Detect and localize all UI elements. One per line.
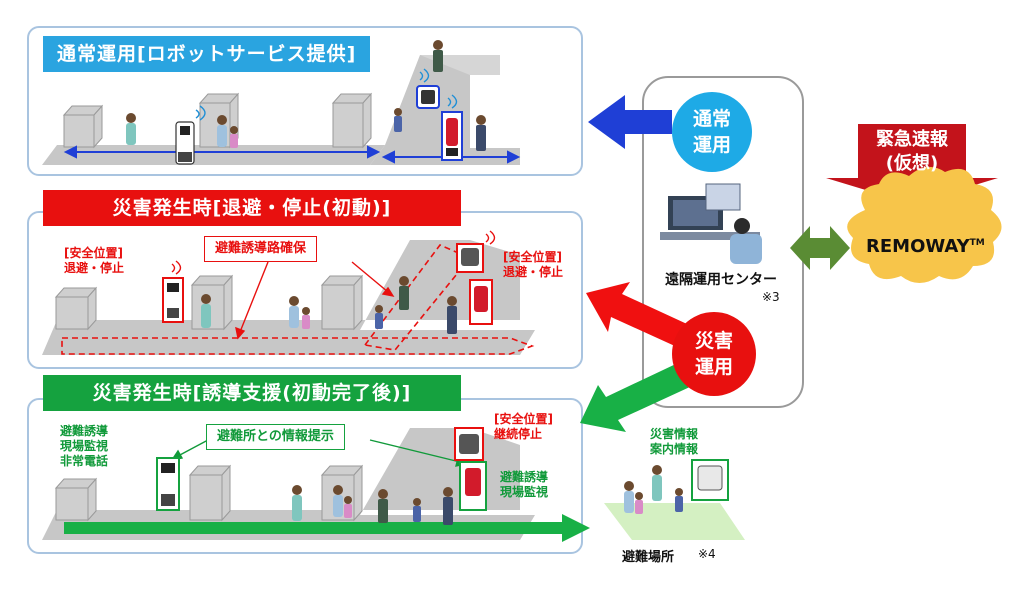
robot-icon [175, 105, 206, 165]
link-double-arrow [790, 226, 850, 270]
panel-title-evacuate: 災害発生時[退避・停止(初動)] [43, 190, 461, 226]
disaster-operation-circle: 災害 運用 [672, 312, 756, 396]
safe-position-left-line2: 退避・停止 [64, 261, 125, 275]
normal-operation-circle: 通常 運用 [672, 92, 752, 172]
guide-right-line1: 避難誘導 [500, 470, 549, 484]
alert-line1: 緊急速報 [876, 129, 948, 150]
panel-title-guide: 災害発生時[誘導支援(初動完了後)] [43, 375, 461, 411]
guide-left-line2: 現場監視 [60, 439, 109, 453]
shelter-info-line2: 案内情報 [650, 442, 699, 456]
disaster-operation-line1: 災害 [694, 330, 733, 352]
disaster-operation-line2: 運用 [694, 356, 733, 378]
shelter-info-label: 災害情報 案内情報 [650, 427, 698, 457]
safe-position-right-line1: [安全位置] [503, 250, 562, 264]
robot-icon [162, 230, 496, 325]
robot-icon [416, 68, 463, 161]
guide-left-line1: 避難誘導 [60, 424, 109, 438]
alert-line2: (仮想) [885, 153, 939, 174]
guide-right-line2: 現場監視 [500, 485, 549, 499]
blue-arrow-icon [588, 95, 672, 149]
shelter-note: ※4 [698, 547, 716, 561]
shelter-info-line1: 災害情報 [650, 427, 699, 441]
route-label: 避難誘導路確保 [204, 236, 318, 262]
floor-guide [42, 428, 535, 540]
normal-operation-line1: 通常 [692, 108, 731, 130]
floor-normal-left [42, 145, 385, 165]
cloud-label: REMOWAYTM [866, 236, 985, 259]
safe-position-right-label: [安全位置] 退避・停止 [503, 250, 563, 280]
guide-left-line3: 非常電話 [60, 454, 109, 468]
remote-center-note: ※3 [762, 290, 780, 304]
remote-center-label: 遠隔運用センター [665, 272, 777, 288]
safe-continue-line1: [安全位置] [494, 412, 553, 426]
trademark: TM [969, 238, 985, 248]
safe-continue-line2: 継続停止 [494, 427, 543, 441]
green-arrow-icon [580, 362, 692, 432]
safe-continue-label: [安全位置] 継続停止 [494, 412, 553, 442]
people-icons [126, 40, 683, 525]
guide-arrow [64, 514, 590, 542]
guide-right-label: 避難誘導 現場監視 [500, 470, 548, 500]
callout-pointer-red [235, 261, 395, 340]
guide-left-label: 避難誘導 現場監視 非常電話 [60, 424, 108, 469]
floor-evac [42, 240, 535, 355]
info-label: 避難所との情報提示 [206, 424, 345, 450]
safe-position-left-label: [安全位置] 退避・停止 [64, 246, 124, 276]
floor-normal-stair [370, 55, 520, 165]
normal-operation-line2: 運用 [692, 134, 731, 156]
safe-position-right-line2: 退避・停止 [503, 265, 564, 279]
escape-route [61, 244, 535, 355]
operator-icon [660, 183, 762, 264]
cloud-text: REMOWAY [866, 236, 970, 257]
shelter-label: 避難場所 [622, 550, 675, 565]
block [62, 92, 373, 149]
panel-title-normal: 通常運用[ロボットサービス提供] [43, 36, 371, 72]
alert-label: 緊急速報 (仮想) [858, 128, 966, 176]
red-arrow-icon [586, 282, 700, 352]
robot-icon [156, 427, 729, 511]
cloud-icon [847, 166, 1002, 283]
block [54, 464, 364, 522]
safe-position-left-line1: [安全位置] [64, 246, 123, 260]
